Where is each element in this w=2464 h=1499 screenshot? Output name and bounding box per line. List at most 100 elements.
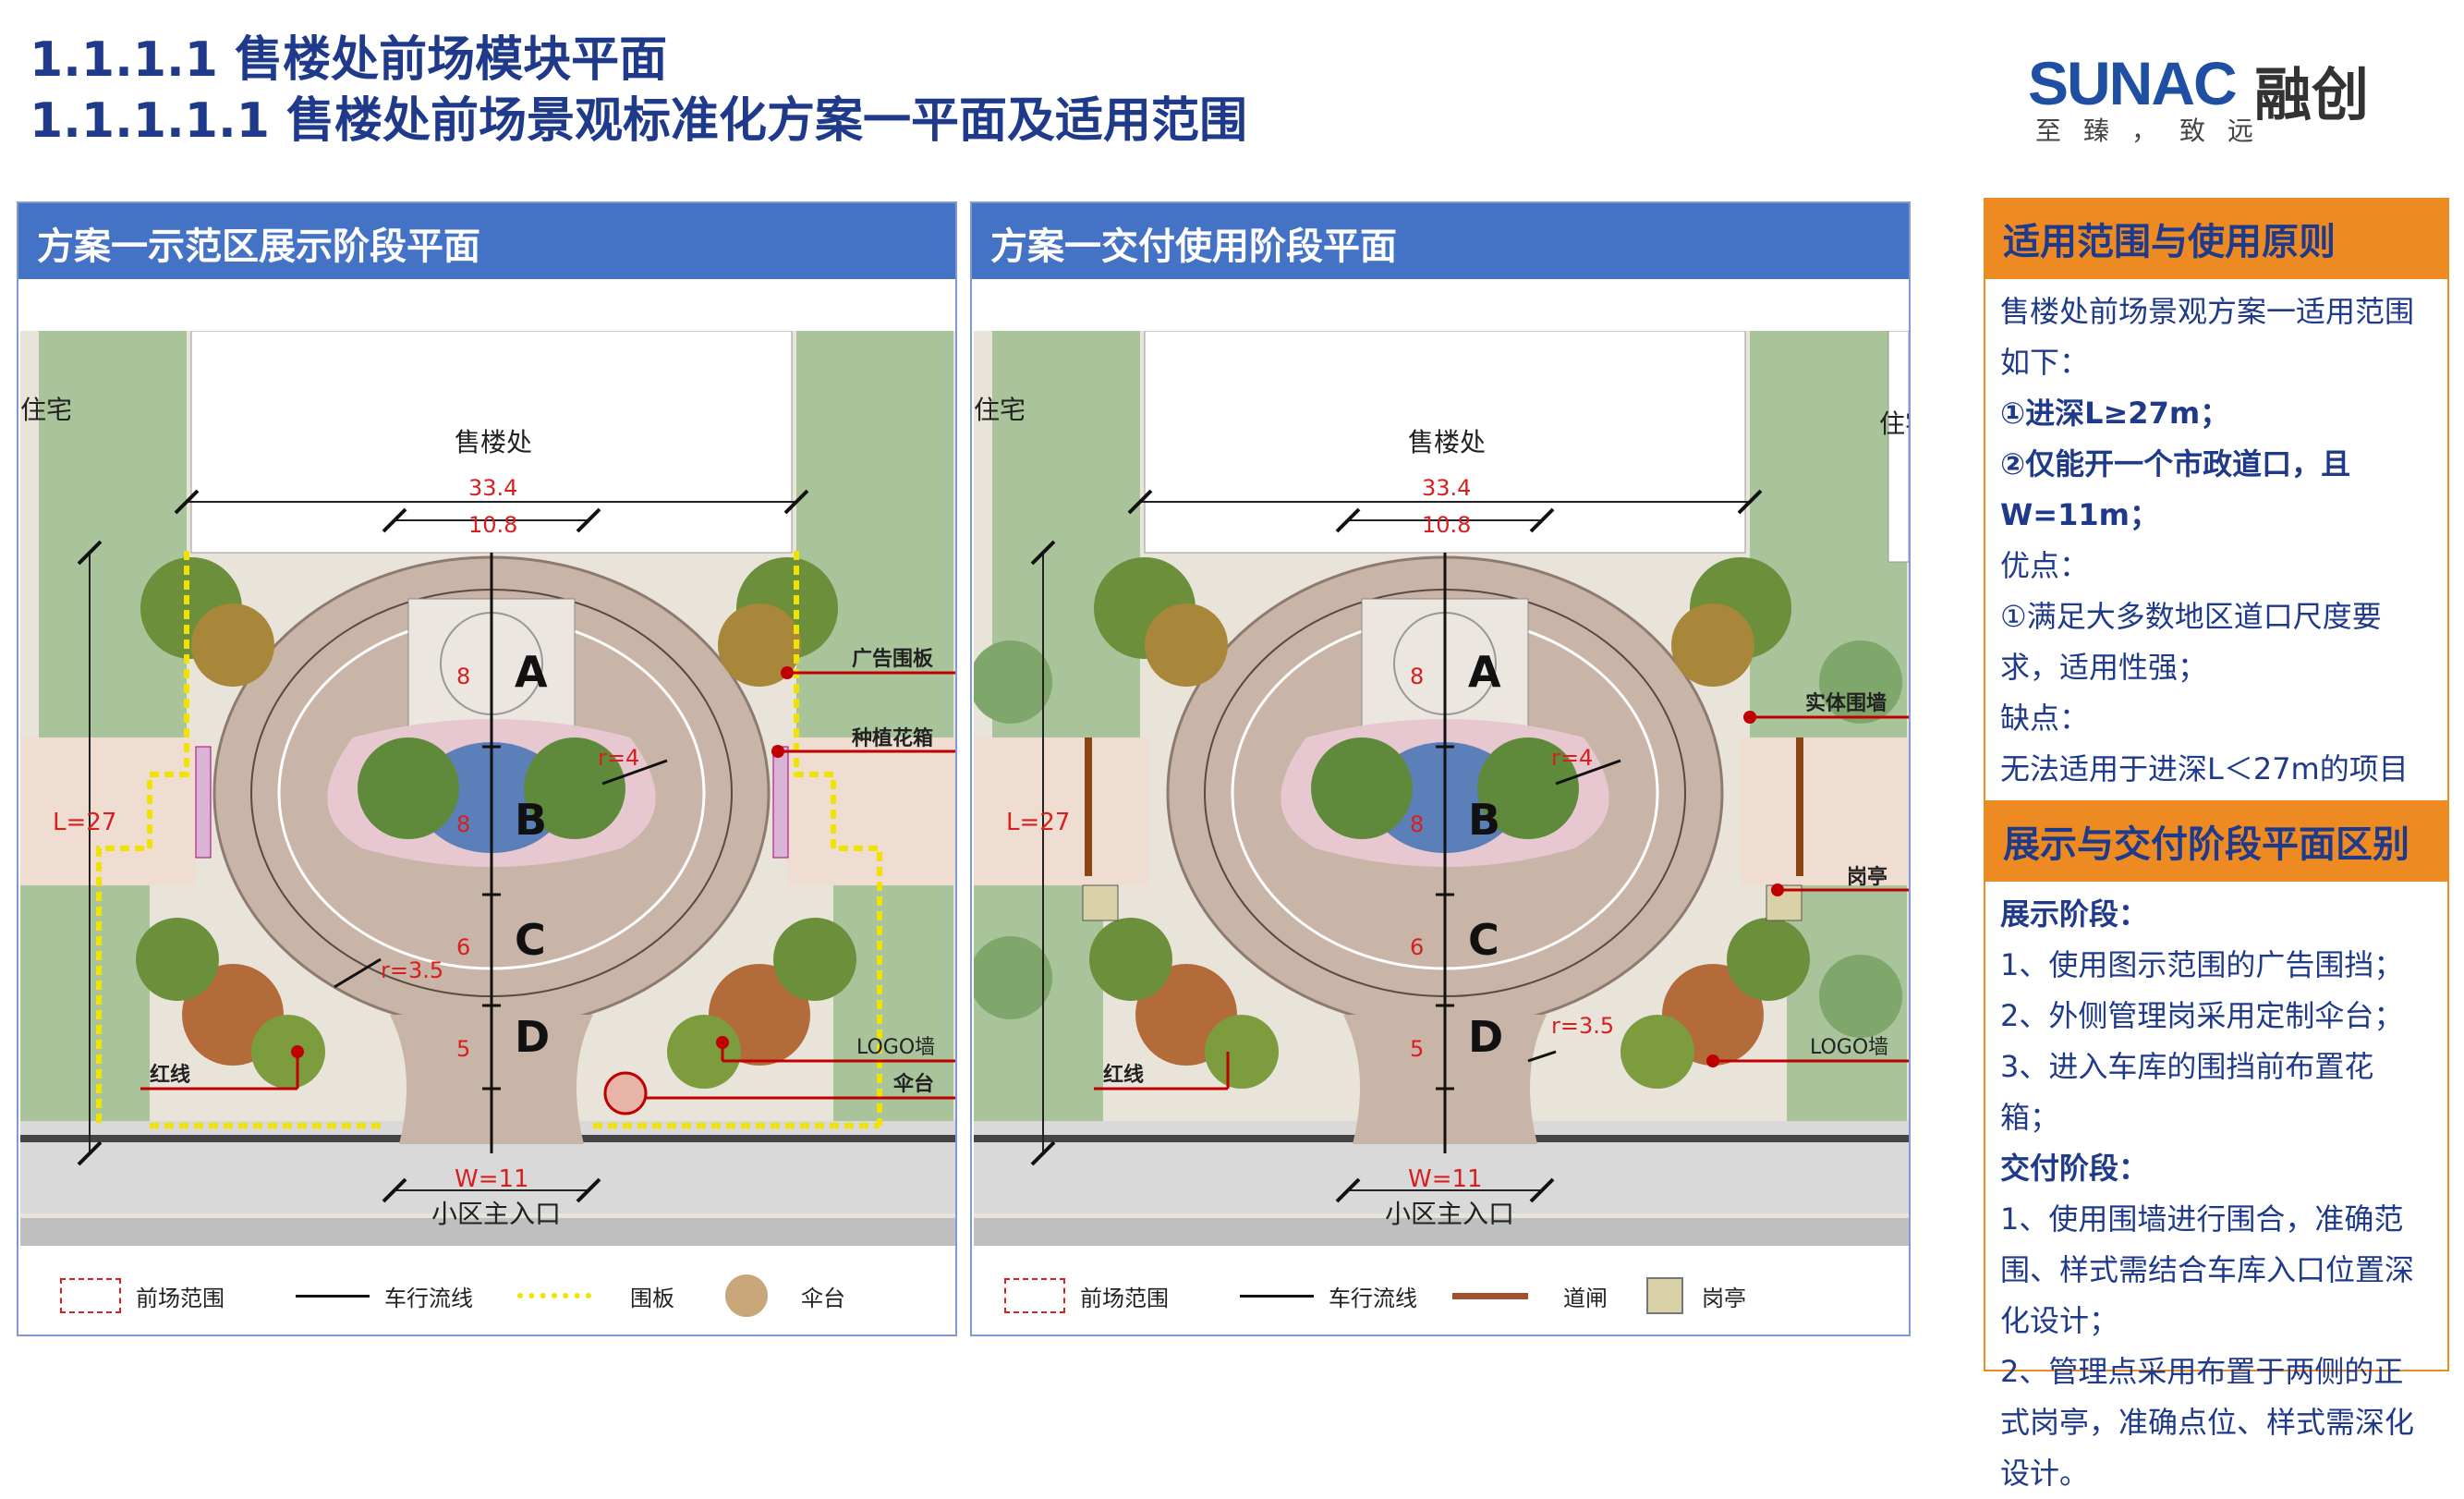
width-label: W=11	[1408, 1165, 1483, 1193]
scope-line: 优点：	[2000, 548, 2090, 583]
diff-line: 1、使用围墙进行围合，准确范围、样式需结合车库入口位置深化设计；	[2000, 1201, 2415, 1338]
legend-label: 围板	[630, 1285, 674, 1311]
depth-b-label: 8	[1410, 811, 1424, 837]
entrance-label: 小区主入口	[431, 1199, 561, 1229]
dim-total-label: 33.4	[468, 475, 517, 501]
diff-line: 交付阶段：	[2000, 1151, 2149, 1186]
range-swatch-icon	[1004, 1278, 1065, 1313]
stage-diff-panel: 展示与交付阶段平面区别 展示阶段： 1、使用图示范围的广告围挡； 2、外侧管理岗…	[1984, 800, 2449, 1491]
depth-b-label: 8	[456, 811, 470, 837]
diff-line: 3、进入车库的围挡前布置花箱；	[2000, 1049, 2374, 1135]
length-label: L=27	[53, 809, 116, 836]
scope-line: 无法适用于进深L＜27m的项目	[2000, 751, 2409, 786]
legend-item: 岗亭	[1646, 1268, 1746, 1323]
delivery-legend: 前场范围 车行流线 道闸 岗亭	[972, 1268, 1909, 1323]
legend-item: 车行流线	[1240, 1268, 1417, 1323]
display-legend: 前场范围 车行流线 围板 伞台	[18, 1268, 955, 1323]
barrier-gate-icon	[1452, 1292, 1528, 1299]
scope-line: 缺点：	[2000, 701, 2090, 736]
scope-line: ①进深L≥27m；	[2000, 396, 2230, 431]
zone-b-label: B	[515, 795, 547, 845]
scope-principles-panel: 适用范围与使用原则 售楼处前场景观方案一适用范围如下： ①进深L≥27m； ②仅…	[1984, 198, 2449, 826]
legend-item: 前场范围	[60, 1268, 225, 1323]
diff-line: 2、外侧管理岗采用定制伞台；	[2000, 998, 2404, 1033]
arrow-icon	[1240, 1294, 1314, 1298]
logo-cn: 融创	[2254, 61, 2370, 128]
page-subtitle: 1.1.1.1.1 售楼处前场景观标准化方案一平面及适用范围	[30, 93, 1248, 149]
zone-d-label: D	[1468, 1012, 1503, 1062]
legend-item: 道闸	[1452, 1268, 1608, 1323]
zone-b-label: B	[1468, 795, 1500, 845]
umbrella-label: 伞台	[892, 1072, 934, 1096]
scope-line: ②仅能开一个市政道口，且W=11m；	[2000, 446, 2351, 532]
page-title: 1.1.1.1 售楼处前场模块平面	[30, 32, 668, 88]
legend-item: 车行流线	[296, 1268, 473, 1323]
solid-wall-label: 实体围墙	[1805, 691, 1887, 715]
legend-item: 前场范围	[1004, 1268, 1169, 1323]
scope-line: 售楼处前场景观方案一适用范围如下：	[2000, 294, 2415, 380]
range-swatch-icon	[60, 1278, 121, 1313]
legend-label: 前场范围	[1080, 1285, 1169, 1311]
panel-display-stage: 方案一示范区展示阶段平面	[17, 201, 957, 1336]
arrow-icon	[296, 1294, 370, 1298]
dim-inner-label: 10.8	[468, 512, 517, 538]
residential-left-label: 住宅	[974, 395, 1026, 425]
display-stage-plan: 住宅 售楼处 33.4 10.8 A B C D 8 8 6 5 r=4 r=3…	[20, 331, 955, 1246]
depth-d-label: 5	[1410, 1036, 1424, 1062]
panel-display-title: 方案一示范区展示阶段平面	[18, 203, 955, 279]
legend-item: 围板	[517, 1268, 674, 1323]
depth-a-label: 8	[456, 664, 470, 689]
sunac-logo: SUNAC 融创 至臻，致远	[2028, 48, 2379, 150]
logo-wall-label: LOGO墙	[856, 1036, 935, 1059]
legend-label: 伞台	[801, 1285, 845, 1311]
radius-r35-label: r=3.5	[381, 957, 443, 983]
legend-label: 车行流线	[384, 1285, 473, 1311]
diff-line: 2、管理点采用布置于两侧的正式岗亭，准确点位、样式需深化设计。	[2000, 1354, 2415, 1491]
residential-right-label: 住宅	[1879, 408, 1909, 439]
scope-line: ①满足大多数地区道口尺度要求，适用性强；	[2000, 599, 2382, 685]
red-line-label: 红线	[150, 1063, 190, 1087]
guard-booth-label: 岗亭	[1847, 865, 1887, 889]
radius-r35-label: r=3.5	[1551, 1013, 1614, 1039]
dim-inner-label: 10.8	[1422, 512, 1471, 538]
sales-office-label: 售楼处	[455, 427, 532, 457]
zone-a-label: A	[1468, 647, 1501, 697]
panel-delivery-stage: 方案一交付使用阶段平面	[970, 201, 1911, 1336]
depth-c-label: 6	[1410, 934, 1424, 960]
panel-delivery-title: 方案一交付使用阶段平面	[972, 203, 1909, 279]
zone-c-label: C	[515, 915, 546, 965]
red-line-label: 红线	[1103, 1063, 1144, 1087]
delivery-stage-plan: 住宅 住宅 售楼处 33.4 10.8 A B C D 8 8 6 5 r=4 …	[974, 331, 1909, 1246]
legend-label: 道闸	[1563, 1285, 1608, 1311]
zone-d-label: D	[515, 1012, 550, 1062]
legend-label: 岗亭	[1702, 1285, 1746, 1311]
umbrella-icon	[725, 1274, 768, 1317]
zone-c-label: C	[1468, 915, 1499, 965]
residential-left-label: 住宅	[20, 395, 72, 425]
diff-line: 展示阶段：	[2000, 896, 2149, 932]
logo-brand: SUNAC	[2028, 49, 2238, 117]
radius-r4-label: r=4	[598, 745, 639, 771]
entrance-label: 小区主入口	[1385, 1199, 1514, 1229]
stage-diff-title: 展示与交付阶段平面区别	[1984, 800, 2449, 882]
zone-a-label: A	[515, 647, 548, 697]
dim-total-label: 33.4	[1422, 475, 1471, 501]
legend-label: 前场范围	[136, 1285, 225, 1311]
stage-diff-body: 展示阶段： 1、使用图示范围的广告围挡； 2、外侧管理岗采用定制伞台； 3、进入…	[1984, 882, 2449, 1491]
width-label: W=11	[455, 1165, 529, 1193]
diff-line: 1、使用图示范围的广告围挡；	[2000, 947, 2404, 982]
legend-item: 伞台	[725, 1268, 845, 1323]
guard-booth-icon	[1646, 1277, 1683, 1314]
hoarding-swatch-icon	[517, 1293, 591, 1298]
depth-d-label: 5	[456, 1036, 470, 1062]
logo-slogan: 至臻，致远	[2035, 116, 2276, 146]
scope-principles-title: 适用范围与使用原则	[1984, 198, 2449, 279]
logo-wall-label: LOGO墙	[1810, 1036, 1888, 1059]
length-label: L=27	[1006, 809, 1070, 836]
depth-c-label: 6	[456, 934, 470, 960]
sales-office-label: 售楼处	[1408, 427, 1486, 457]
radius-r4-label: r=4	[1551, 745, 1593, 771]
ad-board-label: 广告围板	[852, 647, 934, 671]
legend-label: 车行流线	[1329, 1285, 1417, 1311]
planter-label: 种植花箱	[852, 726, 933, 750]
